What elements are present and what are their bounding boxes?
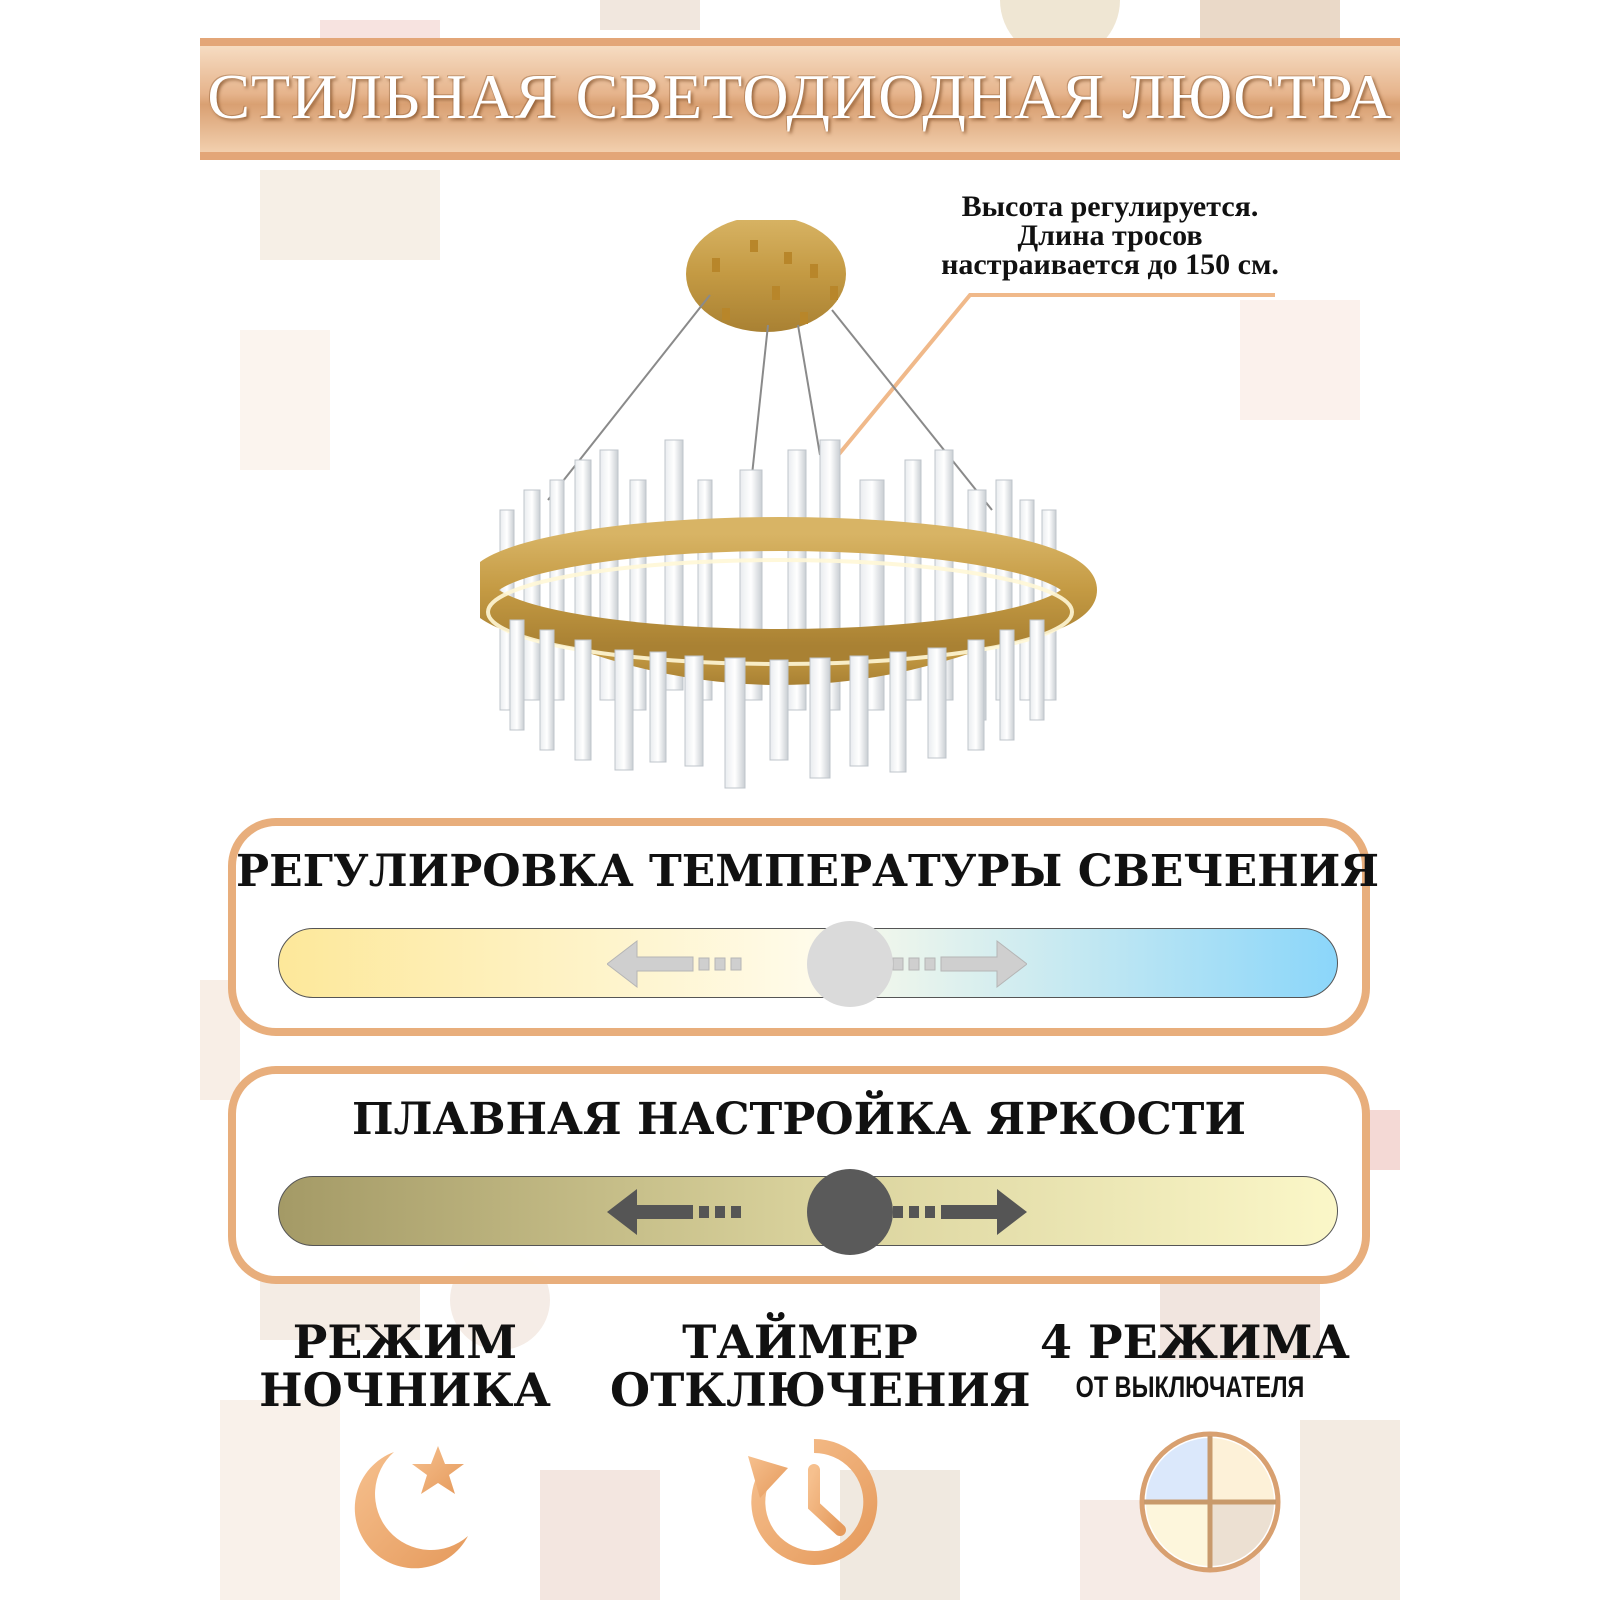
temperature-knob[interactable]	[807, 921, 893, 1007]
moon-star-icon	[336, 1440, 476, 1584]
title-banner: СТИЛЬНАЯ СВЕТОДИОДНАЯ ЛЮСТРА	[200, 38, 1400, 160]
four-modes-icon	[1138, 1430, 1282, 1578]
chandelier-image	[463, 216, 1120, 804]
note-pointer-line	[828, 293, 1275, 467]
feature-modes-line-2: ОТ ВЫКЛЮЧАТЕЛЯ	[1075, 1371, 1305, 1404]
timer-icon	[744, 1432, 884, 1576]
feature-night-mode: РЕЖИМ НОЧНИКА	[250, 1318, 560, 1414]
height-note-line-2: Длина тросов	[1017, 219, 1203, 252]
feature-timer-line-2: ОТКЛЮЧЕНИЯ	[610, 1363, 1031, 1417]
feature-timer-line-1: ТАЙМЕР	[682, 1315, 918, 1369]
temperature-title: РЕГУЛИРОВКА ТЕМПЕРАТУРЫ СВЕЧЕНИЯ	[236, 846, 1380, 897]
temperature-panel: РЕГУЛИРОВКА ТЕМПЕРАТУРЫ СВЕЧЕНИЯ	[228, 818, 1380, 1036]
height-note: Высота регулируется. Длина тросов настра…	[900, 190, 1320, 281]
brightness-arrows	[607, 1177, 1027, 1251]
feature-modes-line-1: 4 РЕЖИМА	[1040, 1315, 1350, 1369]
feature-four-modes: 4 РЕЖИМА ОТ ВЫКЛЮЧАТЕЛЯ	[1040, 1315, 1350, 1410]
feature-night-line-1: РЕЖИМ	[292, 1315, 518, 1369]
brightness-knob[interactable]	[807, 1169, 893, 1255]
banner-title: СТИЛЬНАЯ СВЕТОДИОДНАЯ ЛЮСТРА	[207, 61, 1393, 132]
brightness-panel: ПЛАВНАЯ НАСТРОЙКА ЯРКОСТИ	[228, 1066, 1370, 1284]
feature-night-line-2: НОЧНИКА	[259, 1363, 551, 1417]
height-note-line-3: настраивается до 150 см.	[941, 248, 1279, 281]
brightness-slider[interactable]	[278, 1169, 1338, 1255]
brightness-title: ПЛАВНАЯ НАСТРОЙКА ЯРКОСТИ	[352, 1094, 1246, 1145]
feature-timer: ТАЙМЕР ОТКЛЮЧЕНИЯ	[610, 1315, 1031, 1417]
temperature-arrows	[606, 929, 1028, 1003]
temperature-slider[interactable]	[278, 921, 1338, 1007]
height-note-line-1: Высота регулируется.	[961, 190, 1259, 223]
